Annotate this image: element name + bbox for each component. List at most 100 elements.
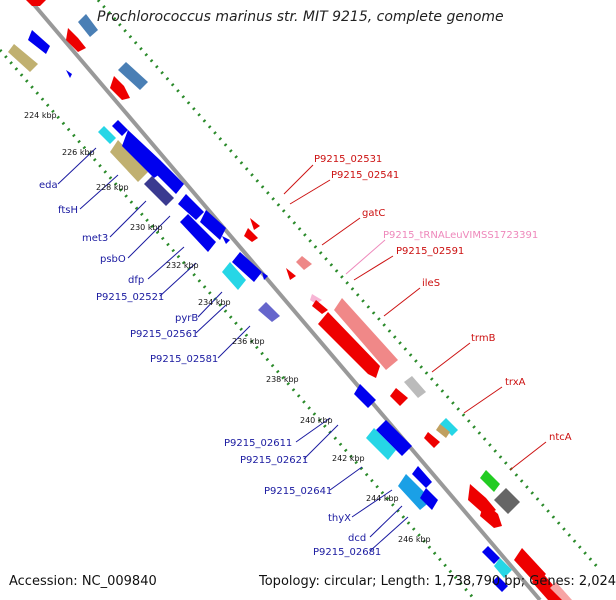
gene-arrow[interactable] (200, 210, 226, 240)
gene-arrow[interactable] (98, 126, 116, 144)
leader-line (345, 239, 386, 275)
gene-label[interactable]: P9215_02541 (331, 170, 399, 181)
gene-label[interactable]: P9215_02591 (396, 246, 464, 257)
leader-line (509, 441, 547, 471)
gene-arrow[interactable] (28, 30, 50, 54)
gene-arrow[interactable] (480, 502, 502, 528)
gene-label[interactable]: P9215_02611 (224, 438, 292, 449)
gene-label[interactable]: dcd (348, 533, 366, 544)
gene-arrow[interactable] (110, 76, 130, 100)
leader-line (109, 200, 147, 238)
gene-label[interactable]: psbO (100, 254, 126, 265)
gene-arrow[interactable] (480, 470, 500, 492)
gene-label[interactable]: P9215_tRNALeuVIMSS1723391 (383, 230, 538, 241)
gene-arrow[interactable] (494, 488, 520, 514)
reverse-strand-genes (26, 0, 572, 600)
gene-arrow[interactable] (420, 488, 438, 510)
gene-label[interactable]: gatC (362, 208, 385, 219)
forward-strand-genes (8, 30, 512, 592)
leader-line (369, 505, 403, 538)
leader-line (57, 147, 97, 185)
gene-label[interactable]: ileS (422, 278, 440, 289)
gene-arrow[interactable] (312, 300, 328, 314)
gene-label[interactable]: thyX (328, 513, 351, 524)
leader-line (303, 424, 339, 460)
gene-arrow[interactable] (494, 558, 512, 578)
leader-line (147, 246, 185, 280)
gene-arrow[interactable] (440, 418, 458, 436)
leader-line (197, 291, 223, 318)
gene-label[interactable]: dfp (128, 275, 144, 286)
leader-line (321, 217, 361, 246)
inner-track-line (0, 49, 477, 600)
gene-label[interactable]: P9215_02681 (313, 547, 381, 558)
gene-arrow[interactable] (334, 298, 398, 370)
gene-arrow[interactable] (390, 388, 408, 406)
map-title: Prochlorococcus marinus str. MIT 9215, c… (97, 9, 504, 25)
gene-arrow[interactable] (152, 160, 184, 194)
gene-label[interactable]: eda (39, 180, 58, 191)
gene-label[interactable]: P9215_02621 (240, 455, 308, 466)
gene-arrow[interactable] (318, 312, 380, 378)
scale-tick-label: 232 kbp (166, 261, 199, 270)
gene-label[interactable]: P9215_02531 (314, 154, 382, 165)
gene-arrow[interactable] (286, 268, 296, 280)
gene-arrow[interactable] (424, 432, 440, 448)
gene-arrow[interactable] (78, 14, 98, 37)
gene-arrow[interactable] (412, 466, 432, 488)
gene-arrow[interactable] (354, 384, 376, 408)
gene-arrow[interactable] (244, 228, 258, 242)
gene-label[interactable]: P9215_02561 (130, 329, 198, 340)
scale-tick-label: 236 kbp (232, 337, 265, 346)
gene-arrow[interactable] (110, 140, 148, 182)
scale-ticks: 224 kbp 226 kbp 228 kbp 230 kbp 232 kbp … (24, 111, 431, 544)
gene-arrow[interactable] (222, 262, 246, 290)
gene-arrow[interactable] (66, 28, 86, 52)
gene-arrow[interactable] (122, 130, 166, 178)
gene-arrow[interactable] (366, 428, 396, 460)
gene-arrow[interactable] (404, 376, 426, 398)
gene-label[interactable]: trxA (505, 377, 526, 388)
gene-arrow[interactable] (112, 120, 128, 136)
gene-arrow[interactable] (310, 294, 322, 304)
gene-arrow[interactable] (232, 252, 262, 282)
gene-arrow[interactable] (296, 256, 312, 270)
gene-arrow[interactable] (262, 272, 268, 280)
gene-arrow[interactable] (222, 236, 230, 244)
gene-arrow[interactable] (492, 576, 508, 592)
gene-arrow[interactable] (550, 582, 572, 600)
gene-arrow[interactable] (144, 176, 174, 206)
leader-line (353, 255, 394, 281)
gene-arrow[interactable] (178, 194, 204, 220)
gene-arrow[interactable] (436, 424, 450, 438)
leader-line (383, 287, 421, 317)
leader-line (79, 174, 119, 210)
gene-label[interactable]: P9215_02581 (150, 354, 218, 365)
gene-arrow[interactable] (66, 70, 72, 78)
leader-line (195, 304, 227, 334)
gene-arrow[interactable] (26, 0, 46, 6)
reverse-gene-labels: P9215_02531 P9215_02541 gatC P9215_tRNAL… (314, 154, 572, 443)
gene-label[interactable]: trmB (471, 333, 496, 344)
gene-label[interactable]: ntcA (549, 432, 572, 443)
scale-tick-label: 246 kbp (398, 535, 431, 544)
gene-label[interactable]: ftsH (58, 205, 78, 216)
genome-backbone (28, 0, 542, 600)
genome-map: 224 kbp 226 kbp 228 kbp 230 kbp 232 kbp … (0, 0, 602, 600)
scale-tick-label: 240 kbp (300, 416, 333, 425)
gene-arrow[interactable] (118, 62, 148, 90)
gene-label[interactable]: pyrB (175, 313, 198, 324)
scale-tick-label: 244 kbp (366, 494, 399, 503)
gene-label[interactable]: P9215_02521 (96, 292, 164, 303)
gene-arrow[interactable] (376, 420, 412, 456)
gene-label[interactable]: P9215_02641 (264, 486, 332, 497)
gene-arrow[interactable] (482, 546, 500, 564)
gene-arrow[interactable] (8, 44, 38, 72)
gene-label[interactable]: met3 (82, 233, 108, 244)
leader-line (289, 179, 331, 205)
gene-arrow[interactable] (250, 218, 260, 230)
gene-arrow[interactable] (180, 214, 216, 252)
gene-arrow[interactable] (258, 302, 280, 322)
scale-tick-label: 228 kbp (96, 183, 129, 192)
